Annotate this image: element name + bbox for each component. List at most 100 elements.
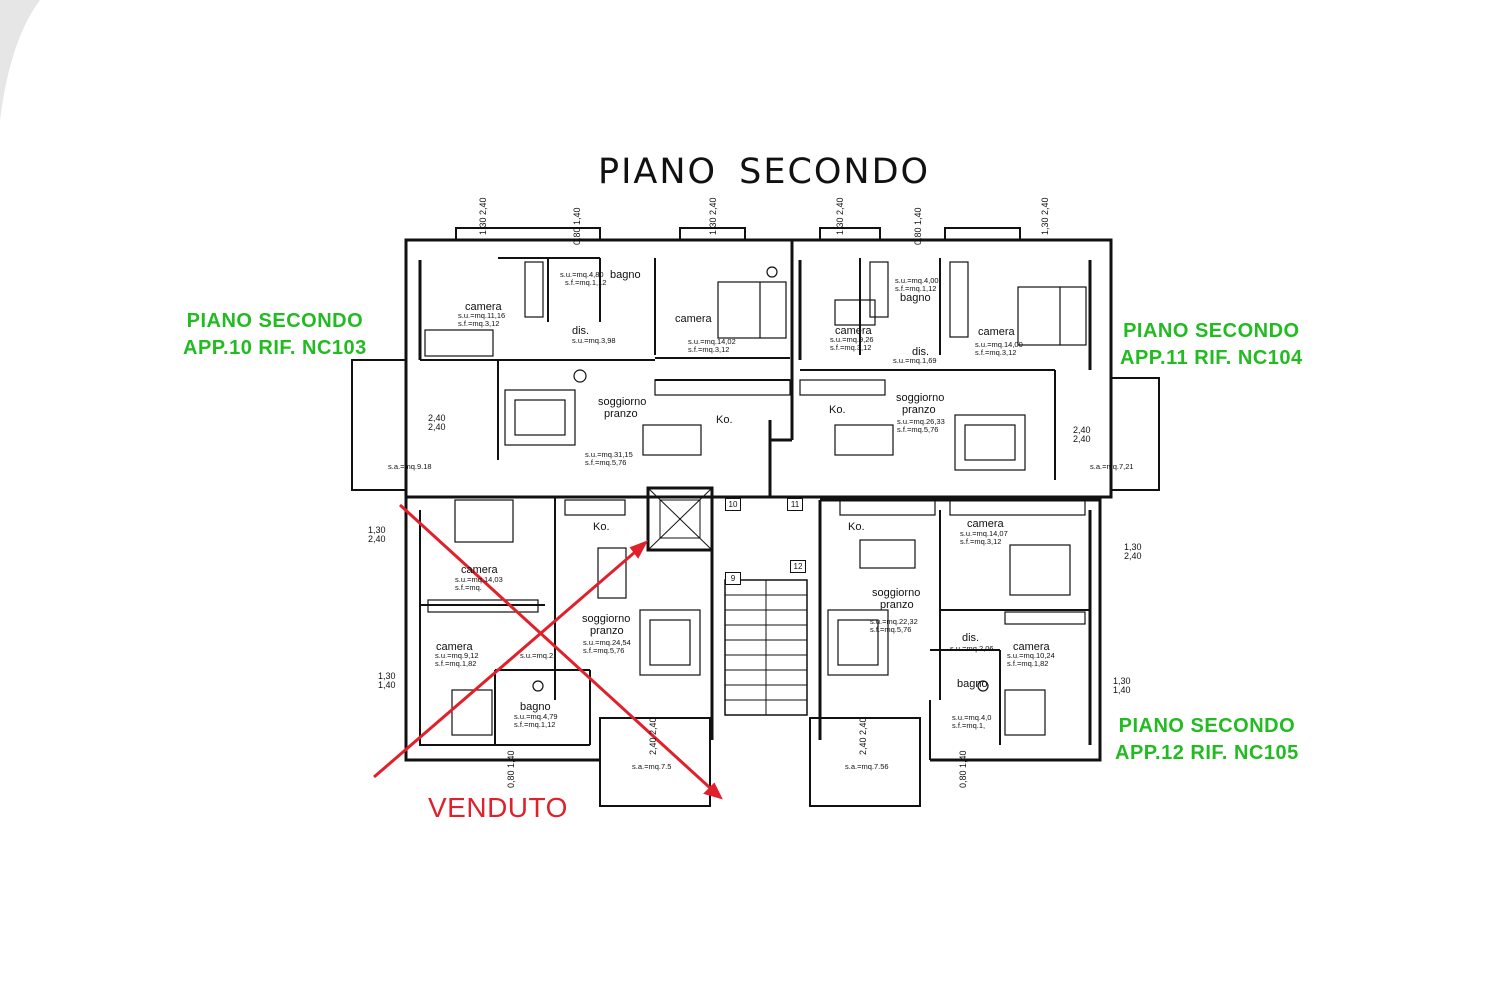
room-su: s.u.=mq.31,15 — [585, 450, 633, 459]
room-sa: s.a.=mq.7,21 — [1090, 462, 1134, 471]
room-name: camera — [675, 313, 712, 325]
room-sf: s.f.=mq. — [455, 583, 482, 592]
dimension-vertical: 0,80 1,40 — [958, 750, 968, 788]
dimension-vertical: 0,80 1,40 — [913, 207, 923, 245]
room-su: s.u.=mq.3,98 — [572, 336, 616, 345]
room-sf: s.f.=mq.1,12 — [895, 284, 937, 293]
room-name: pranzo — [604, 408, 638, 420]
room-name: camera — [835, 325, 872, 337]
room-sf: s.f.=mq.3,12 — [975, 348, 1017, 357]
room-name: camera — [1013, 641, 1050, 653]
room-name: pranzo — [590, 625, 624, 637]
room-name: Ko. — [848, 521, 865, 533]
room-sf: s.f.=mq.5,76 — [585, 458, 627, 467]
room-su: s.u.=mq.14,00 — [975, 340, 1023, 349]
room-name: camera — [967, 518, 1004, 530]
room-su: s.u.=mq.26,33 — [897, 417, 945, 426]
title-word-1: PIANO — [598, 152, 718, 192]
dimension-vertical: 1,30 2,40 — [478, 197, 488, 235]
title-word-2: SECONDO — [739, 152, 931, 192]
room-sf: s.f.=mq.3,12 — [688, 345, 730, 354]
unit-ref: APP.12 RIF. NC105 — [1115, 742, 1299, 764]
room-name: soggiorno — [872, 587, 921, 599]
room-name: camera — [978, 326, 1015, 338]
room-sf: s.f.=mq.5,76 — [583, 646, 625, 655]
room-name: bagno — [900, 292, 931, 304]
dimension-vertical: 2,40 2,40 — [858, 717, 868, 755]
room-su: s.u.=mq.1,69 — [893, 356, 937, 365]
room-sf: s.f.=mq.5,76 — [870, 625, 912, 634]
dimension-vertical: 1,30 2,40 — [708, 197, 718, 235]
unit-label-app10: PIANO SECONDO APP.10 RIF. NC103 — [183, 308, 367, 362]
sold-label: VENDUTO — [428, 792, 568, 823]
room-sf: s.f.=mq.3,12 — [830, 343, 872, 352]
room-su: s.u.=mq.2,06 — [950, 644, 994, 653]
room-name: bagno — [520, 701, 551, 713]
room-su: s.u.=mq.11,16 — [458, 311, 506, 320]
dimension-vertical: 0,80 1,40 — [572, 207, 582, 245]
unit-floor: PIANO SECONDO — [1123, 320, 1300, 342]
room-su: s.u.=mq.22,32 — [870, 617, 918, 626]
room-su: s.u.=mq.4,0 — [952, 713, 992, 722]
room-su: s.u.=mq.2, — [520, 651, 556, 660]
room-name: dis. — [962, 632, 980, 644]
room-su: s.u.=mq.14,07 — [960, 529, 1008, 538]
room-su: s.u.=mq.14,03 — [455, 575, 503, 584]
unit-label-app12: PIANO SECONDO APP.12 RIF. NC105 — [1115, 713, 1299, 767]
room-su: s.u.=mq.9,26 — [830, 335, 874, 344]
room-sf: s.f.=mq.3,12 — [960, 537, 1002, 546]
dimension-vertical: 1,30 2,40 — [835, 197, 845, 235]
room-su: s.u.=mq.24,54 — [583, 638, 631, 647]
room-name: camera — [436, 641, 473, 653]
room-sa: s.a.=mq.7.5 — [632, 762, 672, 771]
room-name: soggiorno — [598, 396, 647, 408]
stair-number: 10 — [725, 498, 741, 511]
room-su: s.u.=mq.14,02 — [688, 337, 736, 346]
room-name: soggiorno — [896, 392, 945, 404]
stair-number: 9 — [725, 572, 741, 585]
room-name: camera — [465, 301, 502, 313]
stair-number: 11 — [787, 498, 803, 511]
room-name: bagno — [610, 269, 641, 281]
stair-number: 12 — [790, 560, 806, 573]
room-name: camera — [461, 564, 498, 576]
room-name: dis. — [572, 325, 590, 337]
room-su: s.u.=mq.9,12 — [435, 651, 479, 660]
dimension-vertical: 0,80 1,40 — [506, 750, 516, 788]
room-sf: s.f.=mq.1,82 — [1007, 659, 1049, 668]
unit-floor: PIANO SECONDO — [1118, 715, 1296, 737]
room-sf: s.f.=mq.1,12 — [514, 720, 556, 729]
room-su: s.u.=mq.4,79 — [514, 712, 558, 721]
room-name: pranzo — [902, 404, 936, 416]
unit-floor: PIANO SECONDO — [186, 310, 364, 332]
room-sf: s.f.=mq.1,82 — [435, 659, 477, 668]
unit-ref: APP.11 RIF. NC104 — [1120, 347, 1303, 369]
room-su: s.u.=mq.4,80 — [560, 270, 604, 279]
unit-label-app11: PIANO SECONDO APP.11 RIF. NC104 — [1120, 318, 1303, 372]
room-sf: s.f.=mq.1,12 — [565, 278, 607, 287]
room-name: soggiorno — [582, 613, 631, 625]
room-sf: s.f.=mq.3,12 — [458, 319, 500, 328]
room-name: dis. — [912, 346, 930, 358]
room-sa: s.a.=mq.9.18 — [388, 462, 432, 471]
dimension-vertical: 2,40 2,40 — [648, 717, 658, 755]
room-name: bagno — [957, 678, 988, 690]
room-sa: s.a.=mq.7.56 — [845, 762, 889, 771]
dimension-vertical: 1,30 2,40 — [1040, 197, 1050, 235]
room-su: s.u.=mq.10,24 — [1007, 651, 1055, 660]
room-sf: s.f.=mq.1, — [952, 721, 986, 730]
plan-title: PIANO SECONDO — [598, 152, 952, 192]
room-name: Ko. — [716, 414, 733, 426]
room-sf: s.f.=mq.5,76 — [897, 425, 939, 434]
unit-ref: APP.10 RIF. NC103 — [183, 337, 367, 359]
room-su: s.u.=mq.4,00 — [895, 276, 939, 285]
room-name: pranzo — [880, 599, 914, 611]
